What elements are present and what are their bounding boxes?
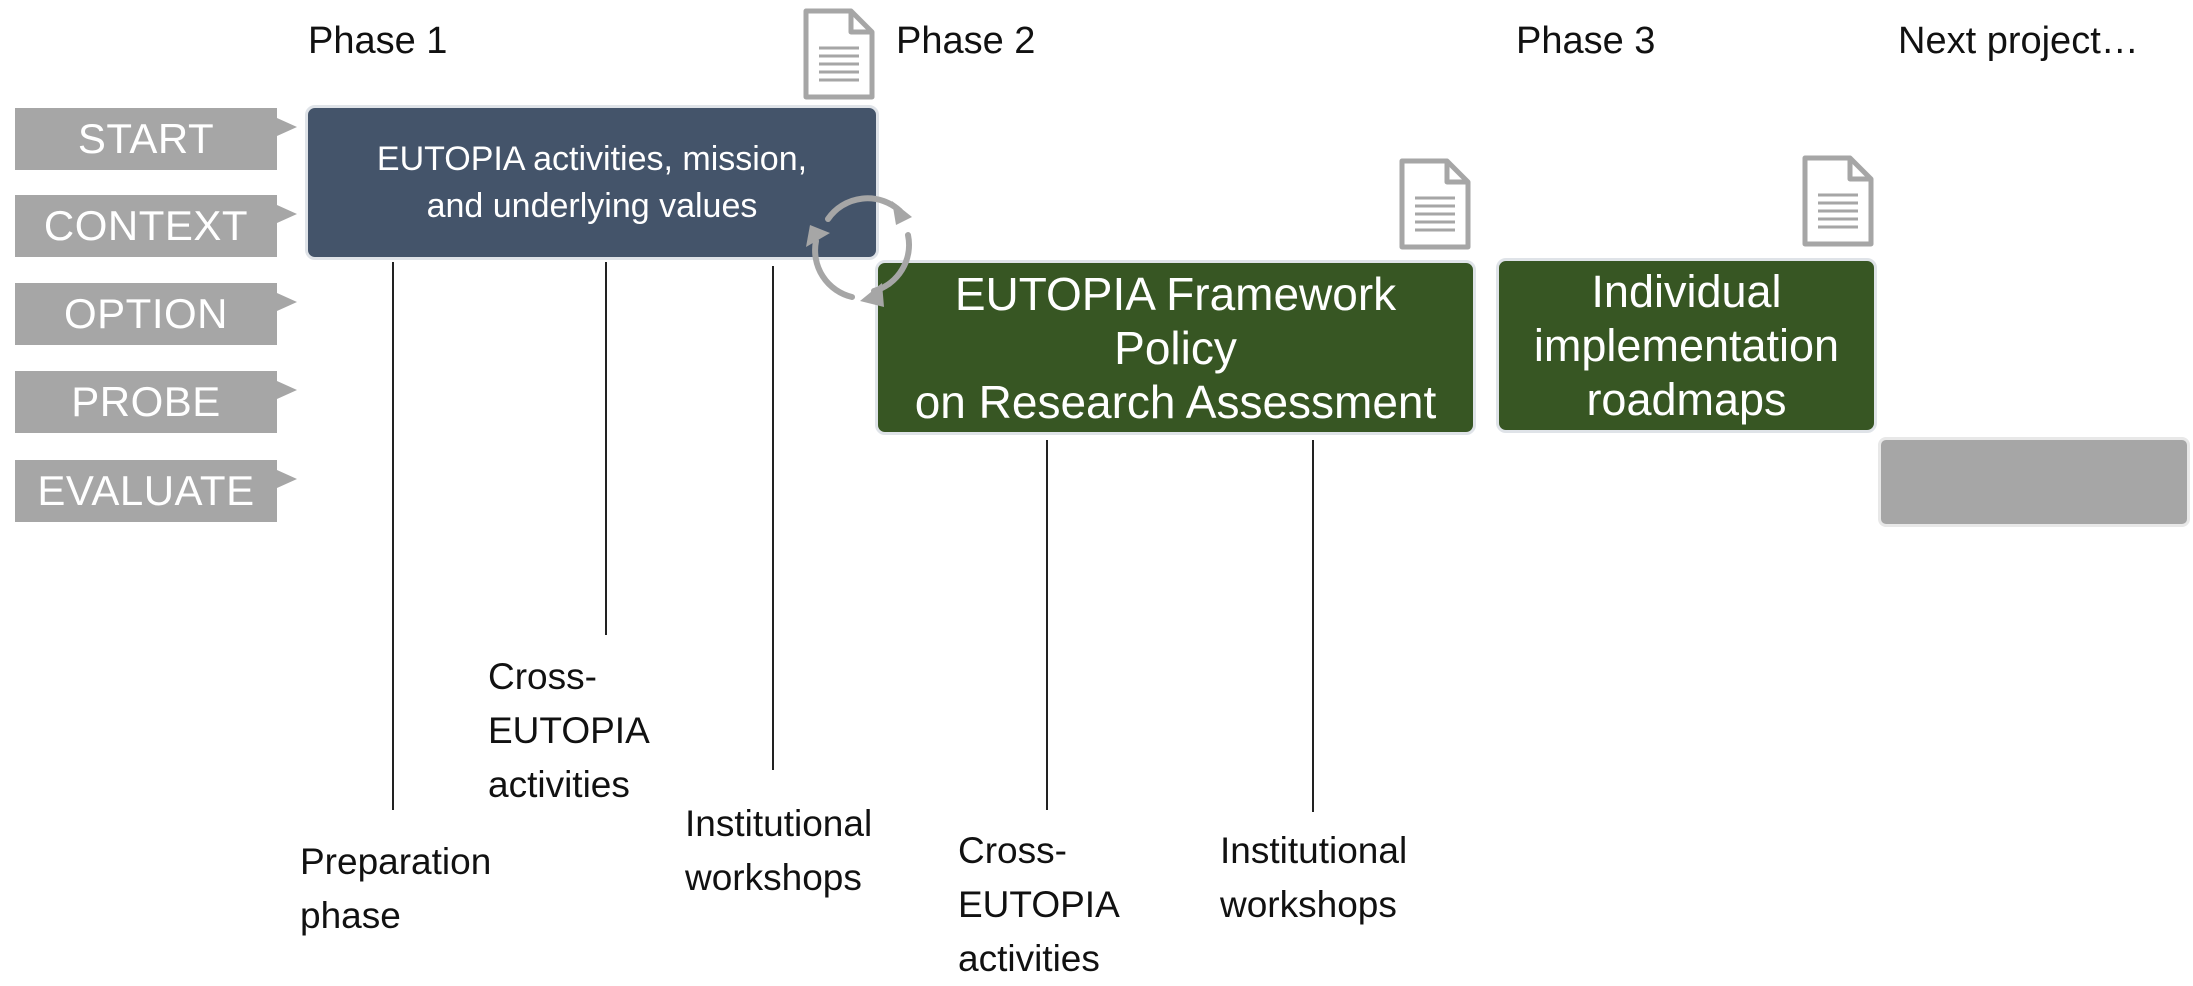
framework-policy-box: EUTOPIA Framework Policy on Research Ass… (875, 260, 1476, 435)
connector-workshops-2 (1312, 440, 1314, 812)
note-preparation-phase: Preparation phase (300, 841, 492, 936)
note-cross-eutopia-1: Cross- EUTOPIA activities (488, 656, 650, 805)
stage-tag-option: OPTION (15, 283, 297, 345)
connector-workshops-1 (772, 266, 774, 770)
next-project-title: Next project… (1898, 20, 2139, 62)
connector-cross-1 (605, 262, 607, 635)
next-project-box (1878, 437, 2190, 527)
stage-tag-context: CONTEXT (15, 195, 297, 257)
document-icon (803, 8, 875, 100)
phase-1-title: Phase 1 (308, 20, 448, 62)
stage-tag-label: PROBE (71, 378, 221, 425)
note-institutional-workshops-1: Institutional workshops (685, 803, 873, 898)
note-institutional-workshops-2: Institutional workshops (1220, 830, 1408, 925)
values-box-label: EUTOPIA activities, mission, and underly… (376, 139, 808, 225)
cycle-arrows-icon (806, 195, 912, 307)
stage-tag-start: START (15, 108, 297, 170)
roadmaps-label: Individual implementation roadmaps (1533, 265, 1840, 425)
values-box: EUTOPIA activities, mission, and underly… (305, 105, 879, 260)
stage-tag-evaluate: EVALUATE (15, 460, 297, 522)
stage-tag-label: EVALUATE (37, 467, 255, 514)
stage-tag-label: START (77, 115, 215, 162)
note-cross-eutopia-2: Cross- EUTOPIA activities (958, 830, 1120, 979)
framework-policy-label: EUTOPIA Framework Policy on Research Ass… (914, 267, 1437, 428)
roadmaps-box: Individual implementation roadmaps (1496, 258, 1877, 433)
phase-2-title: Phase 2 (896, 20, 1036, 62)
document-icon (1399, 158, 1471, 250)
stage-tag-label: OPTION (63, 290, 228, 337)
phase-3-title: Phase 3 (1516, 20, 1656, 62)
document-icon (1802, 155, 1874, 247)
stage-tag-probe: PROBE (15, 371, 297, 433)
stage-tag-label: CONTEXT (43, 202, 249, 249)
connector-preparation (392, 262, 394, 810)
connector-cross-2 (1046, 440, 1048, 810)
